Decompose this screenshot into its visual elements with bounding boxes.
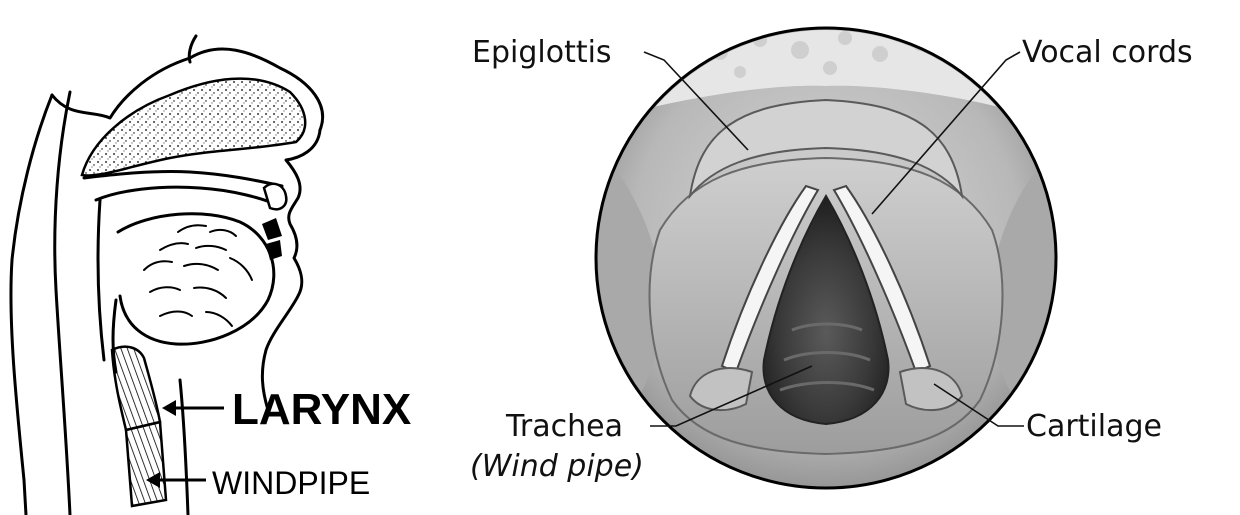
head-neck-sagittal-drawing: LARYNX WINDPIPE [11,36,411,515]
larynx-arrow [162,400,224,416]
cartilage-label: Cartilage [1026,409,1162,444]
wind-pipe-label: (Wind pipe) [470,449,644,484]
larynx-label: LARYNX [232,385,411,434]
nasal-cavity [82,79,305,176]
windpipe-label: WINDPIPE [212,465,370,501]
windpipe-shape [126,422,166,506]
trachea-label: Trachea [505,409,623,444]
vocal-cords-label: Vocal cords [1022,35,1193,70]
larynx-shape [112,347,160,430]
epiglottis-label: Epiglottis [472,35,612,70]
laryngoscope-view: Epiglottis Vocal cords Trachea (Wind pip… [470,18,1193,489]
